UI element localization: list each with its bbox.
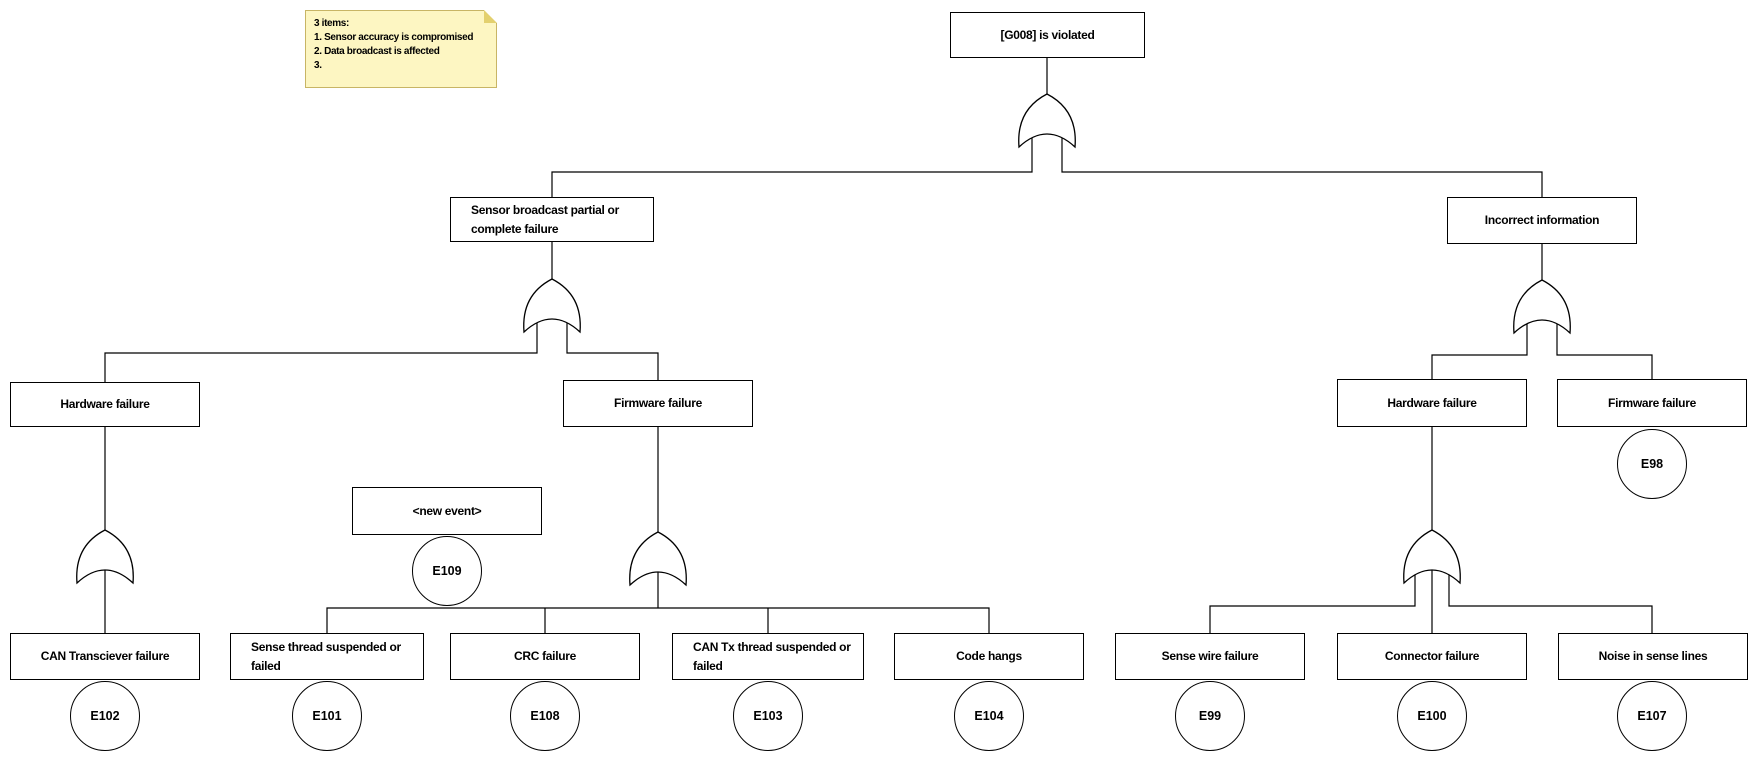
event-circle-E107[interactable]: E107: [1617, 681, 1687, 751]
connector-line: [1061, 133, 1543, 197]
node-hardware-failure-right[interactable]: Hardware failure: [1337, 379, 1527, 427]
event-circle-E104[interactable]: E104: [954, 681, 1024, 751]
note-line: 2. Data broadcast is affected: [314, 46, 440, 57]
node-label: Noise in sense lines: [1598, 649, 1708, 663]
node-connector-failure[interactable]: Connector failure: [1337, 633, 1527, 680]
note-lines: 3 items: 1. Sensor accuracy is compromise…: [314, 17, 488, 73]
node-hardware-failure-left[interactable]: Hardware failure: [10, 382, 200, 427]
node-firmware-failure-mid[interactable]: Firmware failure: [563, 380, 753, 427]
event-id-label: E99: [1198, 709, 1222, 723]
node-sense-wire-failure[interactable]: Sense wire failure: [1115, 633, 1305, 680]
connector-line: [1448, 566, 1653, 633]
node-label: Firmware failure: [614, 396, 702, 410]
node-label: Hardware failure: [60, 397, 150, 411]
or-gate[interactable]: [76, 529, 134, 585]
node-label: Connector failure: [1384, 649, 1480, 663]
event-id-label: E109: [432, 564, 462, 578]
event-id-label: E102: [90, 709, 120, 723]
node-noise-in-sense-lines[interactable]: Noise in sense lines: [1558, 633, 1748, 680]
event-id-label: E103: [753, 709, 783, 723]
event-id-label: E98: [1640, 457, 1664, 471]
node-label: failed: [693, 658, 723, 673]
event-circle-E99[interactable]: E99: [1175, 681, 1245, 751]
event-id-label: E107: [1637, 709, 1667, 723]
node-label: Firmware failure: [1608, 395, 1696, 410]
note-line: 3.: [314, 60, 322, 71]
event-circle-E100[interactable]: E100: [1397, 681, 1467, 751]
node-label: <new event>: [412, 503, 482, 518]
node-label: CRC failure: [513, 649, 577, 663]
node-label: Sense thread suspended or: [251, 639, 401, 654]
node-label: Incorrect information: [1484, 213, 1600, 227]
note-line: 3 items:: [314, 18, 349, 29]
event-id-label: E104: [974, 709, 1004, 723]
node-incorrect-information[interactable]: Incorrect information: [1447, 197, 1637, 244]
or-gate[interactable]: [1018, 93, 1076, 149]
note-fold-icon: [484, 10, 497, 23]
connector-line: [104, 318, 538, 382]
node-label: [G008] is violated: [1000, 27, 1095, 42]
node-label: Sensor broadcast partial or: [471, 202, 619, 217]
node-label: CAN Tx thread suspended or: [693, 639, 851, 654]
connector-line: [1556, 319, 1653, 379]
node-label: Code hangs: [956, 649, 1022, 663]
node-g008-violated[interactable]: [G008] is violated: [950, 12, 1145, 58]
connector-line: [1209, 566, 1416, 633]
event-circle-E108[interactable]: E108: [510, 681, 580, 751]
node-can-transciever-failure[interactable]: CAN Transciever failure: [10, 633, 200, 680]
event-id-label: E101: [312, 709, 342, 723]
node-label: Hardware failure: [1387, 395, 1477, 410]
node-sensor-broadcast-failure[interactable]: Sensor broadcast partial or complete fail…: [450, 197, 654, 242]
node-can-tx-thread-suspended[interactable]: CAN Tx thread suspended or failed: [672, 633, 864, 680]
event-id-label: E100: [1417, 709, 1447, 723]
node-label: failed: [251, 658, 281, 673]
connector-line: [1431, 319, 1528, 379]
or-gate[interactable]: [523, 278, 581, 334]
connector-line: [326, 607, 990, 633]
event-id-label: E108: [530, 709, 560, 723]
or-gate[interactable]: [1513, 279, 1571, 335]
node-label: CAN Transciever failure: [40, 649, 170, 663]
connector-line: [566, 318, 659, 380]
or-gate[interactable]: [629, 531, 687, 587]
connector-line: [551, 133, 1033, 197]
event-circle-E98[interactable]: E98: [1617, 429, 1687, 499]
note-line: 1. Sensor accuracy is compromised: [314, 32, 474, 43]
node-new-event[interactable]: <new event>: [352, 487, 542, 535]
event-circle-E103[interactable]: E103: [733, 681, 803, 751]
node-firmware-failure-right[interactable]: Firmware failure: [1557, 379, 1747, 427]
or-gate[interactable]: [1403, 529, 1461, 585]
node-crc-failure[interactable]: CRC failure: [450, 633, 640, 680]
node-sense-thread-suspended[interactable]: Sense thread suspended or failed: [230, 633, 424, 680]
event-circle-E102[interactable]: E102: [70, 681, 140, 751]
event-circle-E109[interactable]: E109: [412, 536, 482, 606]
sticky-note[interactable]: 3 items: 1. Sensor accuracy is compromise…: [305, 10, 497, 88]
node-label: Sense wire failure: [1161, 649, 1259, 663]
event-circle-E101[interactable]: E101: [292, 681, 362, 751]
node-code-hangs[interactable]: Code hangs: [894, 633, 1084, 680]
node-label: complete failure: [471, 221, 559, 236]
